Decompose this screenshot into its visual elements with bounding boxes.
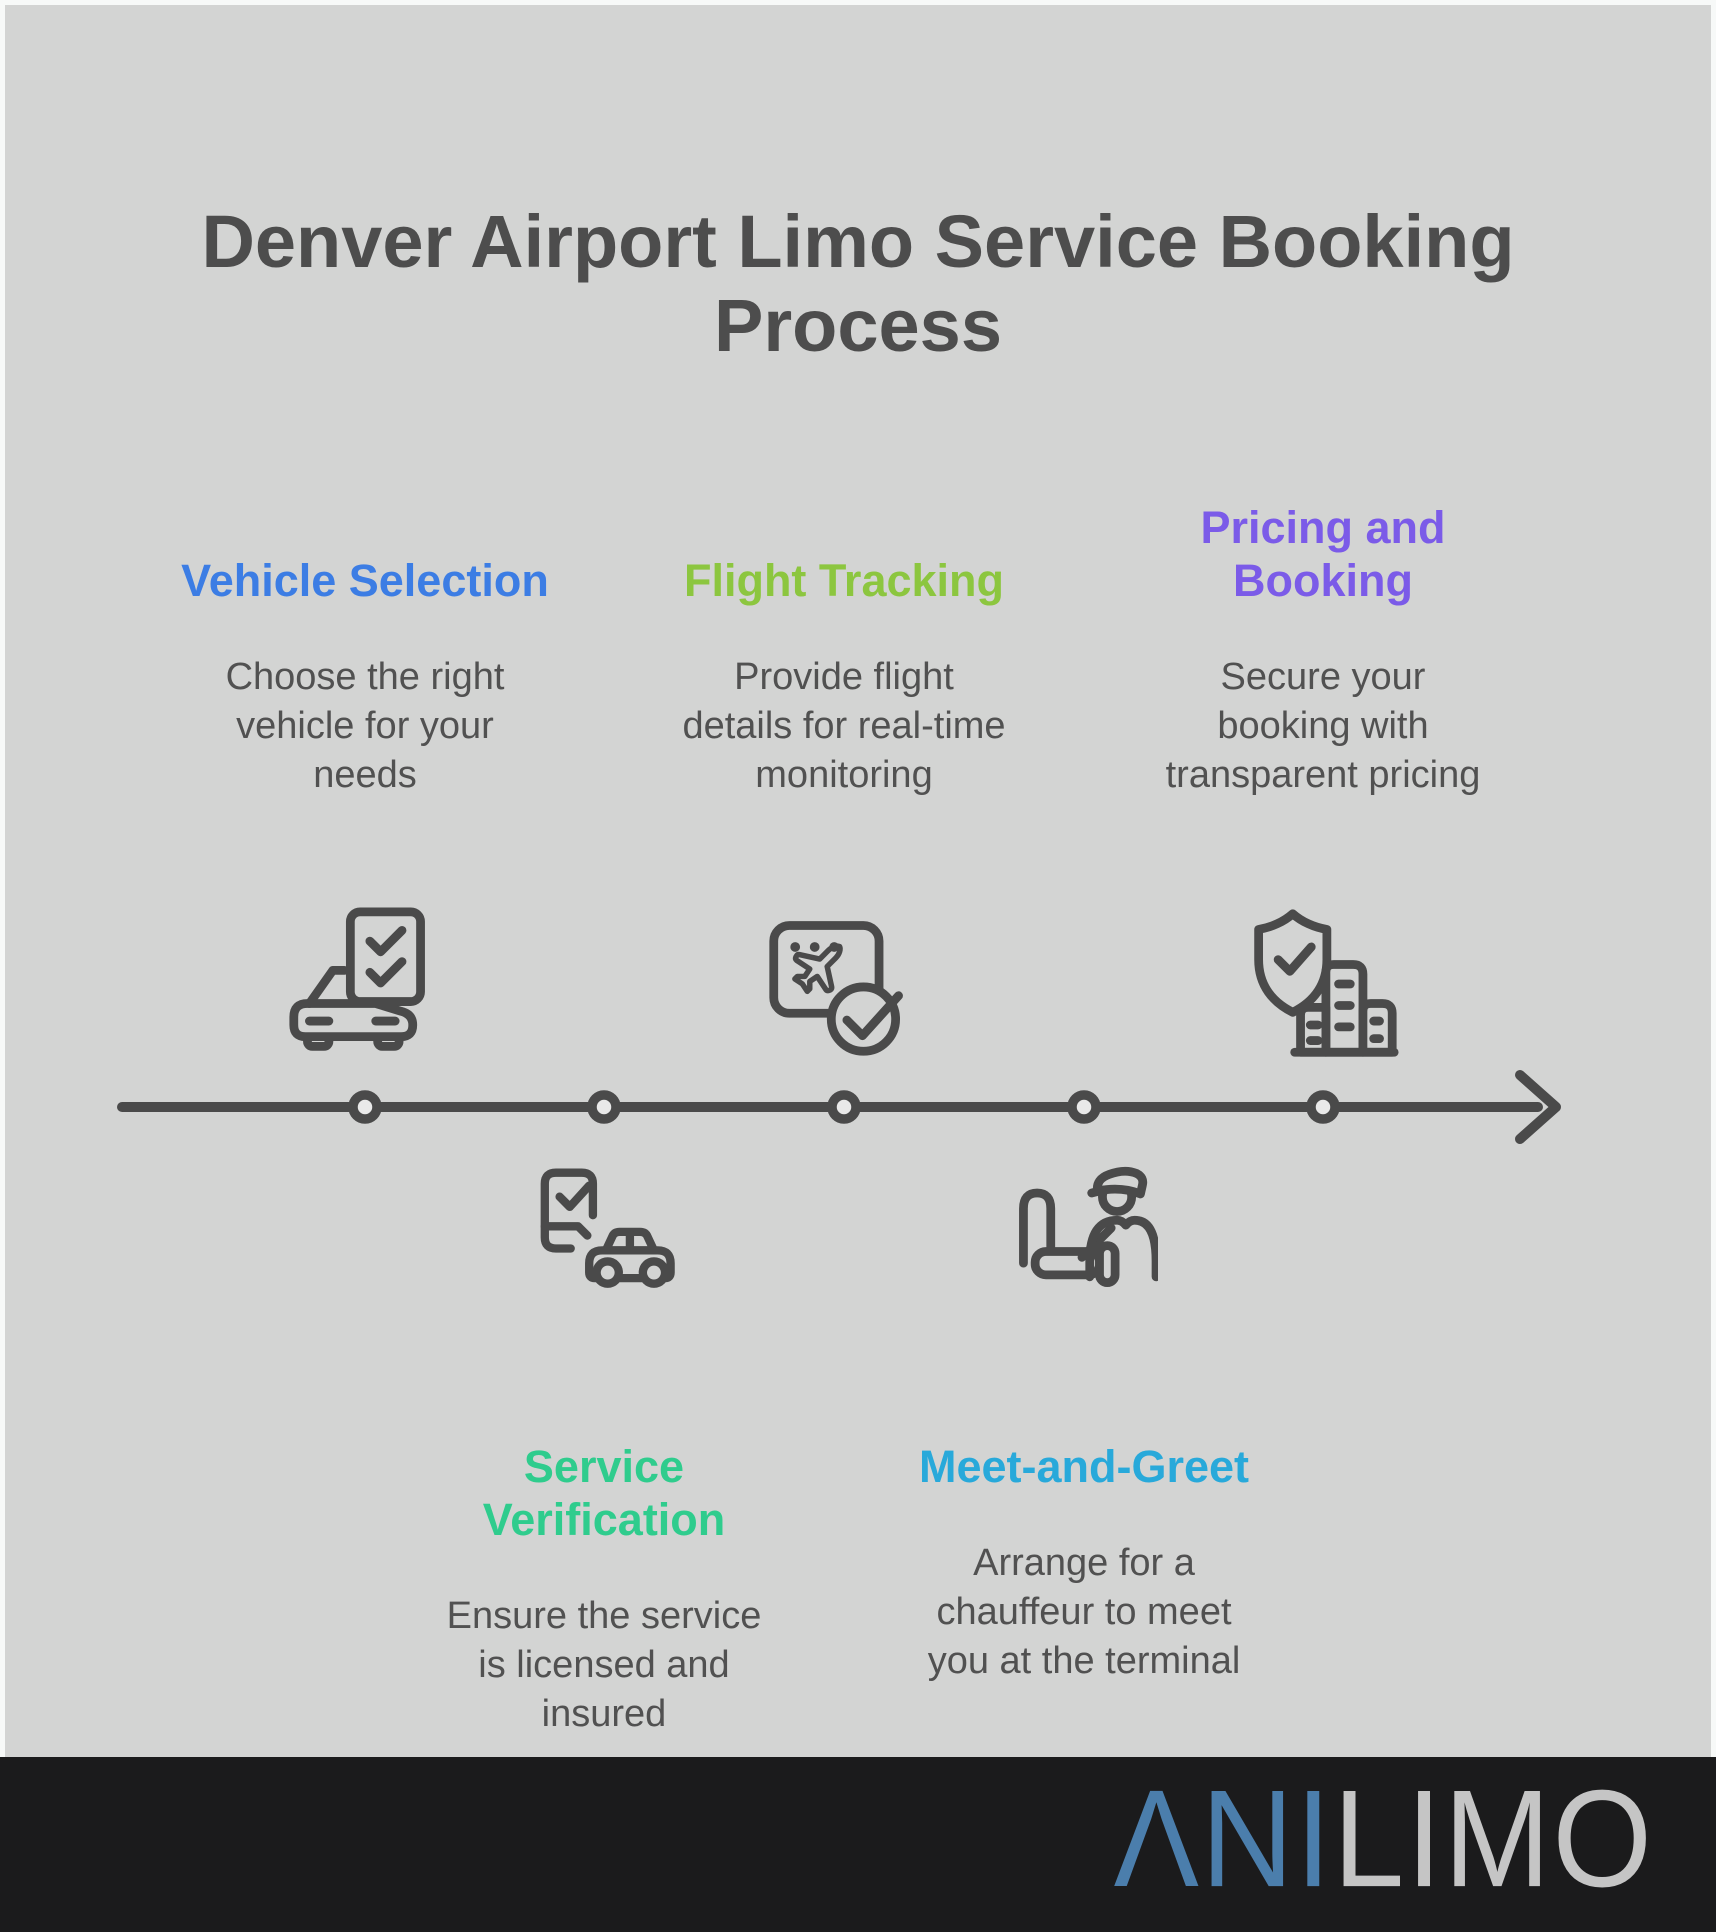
step-heading: Vehicle Selection xyxy=(181,554,549,606)
flight-tracking-icon xyxy=(769,921,903,1056)
step-service-verification: Service Verification Ensure the service … xyxy=(384,1440,824,1739)
timeline-node xyxy=(587,1090,621,1124)
step-heading: Flight Tracking xyxy=(683,554,1005,606)
step-description: Secure your booking with transparent pri… xyxy=(1165,656,1481,797)
timeline-node xyxy=(827,1090,861,1124)
logo-ani-text: ΛNI xyxy=(1113,1761,1334,1916)
phone-check-car-icon xyxy=(540,1168,675,1288)
page-title: Denver Airport Limo Service Booking Proc… xyxy=(201,200,1515,367)
step-flight-tracking: Flight Tracking Provide flight details f… xyxy=(624,499,1064,800)
step-heading: Service Verification xyxy=(482,1441,726,1546)
step-heading: Pricing and Booking xyxy=(1200,501,1446,606)
step-vehicle-selection: Vehicle Selection Choose the right vehic… xyxy=(145,499,585,800)
timeline-node xyxy=(1306,1090,1340,1124)
timeline-node xyxy=(348,1090,382,1124)
chauffeur-icon xyxy=(1019,1166,1158,1288)
step-heading: Meet-and-Greet xyxy=(918,1441,1250,1492)
step-description: Choose the right vehicle for your needs xyxy=(225,656,505,797)
background-panel xyxy=(5,5,1711,1932)
shield-buildings-icon xyxy=(1254,909,1399,1057)
step-meet-and-greet: Meet-and-Greet Arrange for a chauffeur t… xyxy=(864,1440,1304,1686)
timeline-node xyxy=(1067,1090,1101,1124)
footer-bar: ΛNILIMO xyxy=(0,1757,1716,1932)
timeline-nodes xyxy=(348,1090,1340,1124)
logo-limo-text: LIMO xyxy=(1333,1761,1654,1916)
step-description: Ensure the service is licensed and insur… xyxy=(446,1595,762,1736)
step-pricing-booking: Pricing and Booking Secure your booking … xyxy=(1103,499,1543,800)
step-description: Arrange for a chauffeur to meet you at t… xyxy=(927,1542,1241,1683)
car-checklist-icon xyxy=(289,907,425,1051)
timeline-arrow xyxy=(117,1070,1561,1144)
anilimo-logo: ΛNILIMO xyxy=(1114,1759,1654,1918)
step-description: Provide flight details for real-time mon… xyxy=(682,656,1006,797)
